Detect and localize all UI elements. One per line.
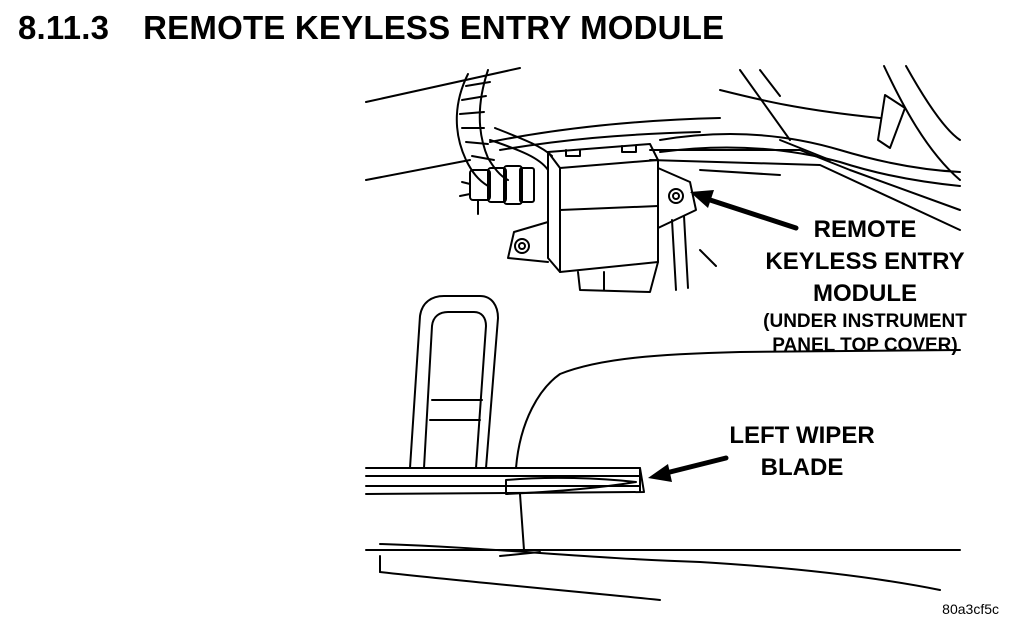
left-wiper-blade (365, 467, 645, 551)
callout-left-wiper-blade: LEFT WIPER BLADE (712, 420, 892, 484)
section-heading: 8.11.3 REMOTE KEYLESS ENTRY MODULE (18, 8, 724, 48)
figure-id: 80a3cf5c (942, 601, 999, 617)
callout-module-line1: REMOTE (813, 216, 917, 243)
callout-arrows (648, 190, 799, 482)
windshield-outline (515, 349, 961, 469)
wiper-arm (409, 295, 499, 469)
instrument-panel-outline (365, 65, 961, 231)
callout-module-line3: MODULE (813, 280, 917, 307)
callout-module-line5: PANEL TOP COVER) (772, 335, 958, 356)
callout-module-line2: KEYLESS ENTRY (765, 248, 965, 275)
callout-wiper-line2: BLADE (760, 454, 844, 481)
section-number: 8.11.3 (18, 9, 110, 46)
electrical-connector (459, 165, 535, 215)
callout-wiper-line1: LEFT WIPER (729, 422, 875, 449)
callout-module-line4: (UNDER INSTRUMENT (763, 311, 967, 332)
wiring-harness (455, 69, 961, 187)
section-title: REMOTE KEYLESS ENTRY MODULE (143, 9, 725, 46)
callout-remote-keyless-entry-module: REMOTE KEYLESS ENTRY MODULE (UNDER INSTR… (740, 214, 990, 358)
cowl-outline (365, 543, 961, 601)
keyless-entry-module (507, 143, 717, 293)
